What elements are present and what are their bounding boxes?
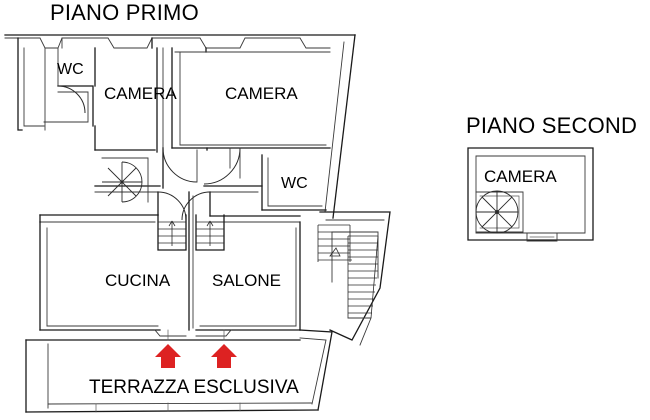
room-label-wc-center-right: WC	[281, 175, 308, 192]
terrace-outline	[25, 329, 333, 413]
mid-dividing-wall	[39, 214, 301, 223]
room-salone	[195, 221, 301, 337]
spiral-staircase-left-icon	[101, 157, 149, 203]
room-label-camera-right: CAMERA	[225, 84, 298, 103]
outer-right-slanted-wall	[324, 34, 356, 219]
room-label-cucina: CUCINA	[105, 271, 171, 290]
secondo-door-threshold	[526, 232, 558, 242]
entrance-thresholds	[167, 329, 225, 341]
piano-secondo-group: CAMERA	[467, 147, 594, 242]
room-camera-left	[61, 37, 164, 153]
piano-secondo-title: PIANO SECOND	[466, 113, 637, 138]
secondo-inner-wall	[475, 155, 586, 234]
room-wc-center-right	[261, 154, 327, 211]
outer-top-wall	[4, 34, 356, 49]
room-label-camera-secondo: CAMERA	[484, 167, 557, 186]
internal-staircase-left	[157, 214, 187, 251]
room-cucina	[39, 221, 187, 337]
external-staircase	[317, 211, 391, 346]
internal-staircase-right	[195, 214, 225, 251]
room-label-salone: SALONE	[212, 271, 281, 290]
piano-primo-group: WC CAMERA	[4, 34, 391, 413]
room-label-camera-left: CAMERA	[104, 84, 177, 103]
outer-left-wall	[17, 37, 45, 131]
room-wc-top-left	[43, 47, 94, 131]
entrance-arrow-1	[155, 344, 181, 368]
piano-primo-title: PIANO PRIMO	[50, 0, 199, 25]
room-label-wc-top-left: WC	[57, 61, 84, 78]
entrance-arrow-2	[211, 344, 237, 368]
terrace-label: TERRAZZA ESCLUSIVA	[89, 377, 299, 398]
secondo-outer-wall	[467, 147, 594, 241]
room-camera-right	[171, 47, 331, 169]
spiral-staircase-secondo-icon	[475, 190, 524, 234]
central-corridor-doors	[94, 147, 263, 221]
